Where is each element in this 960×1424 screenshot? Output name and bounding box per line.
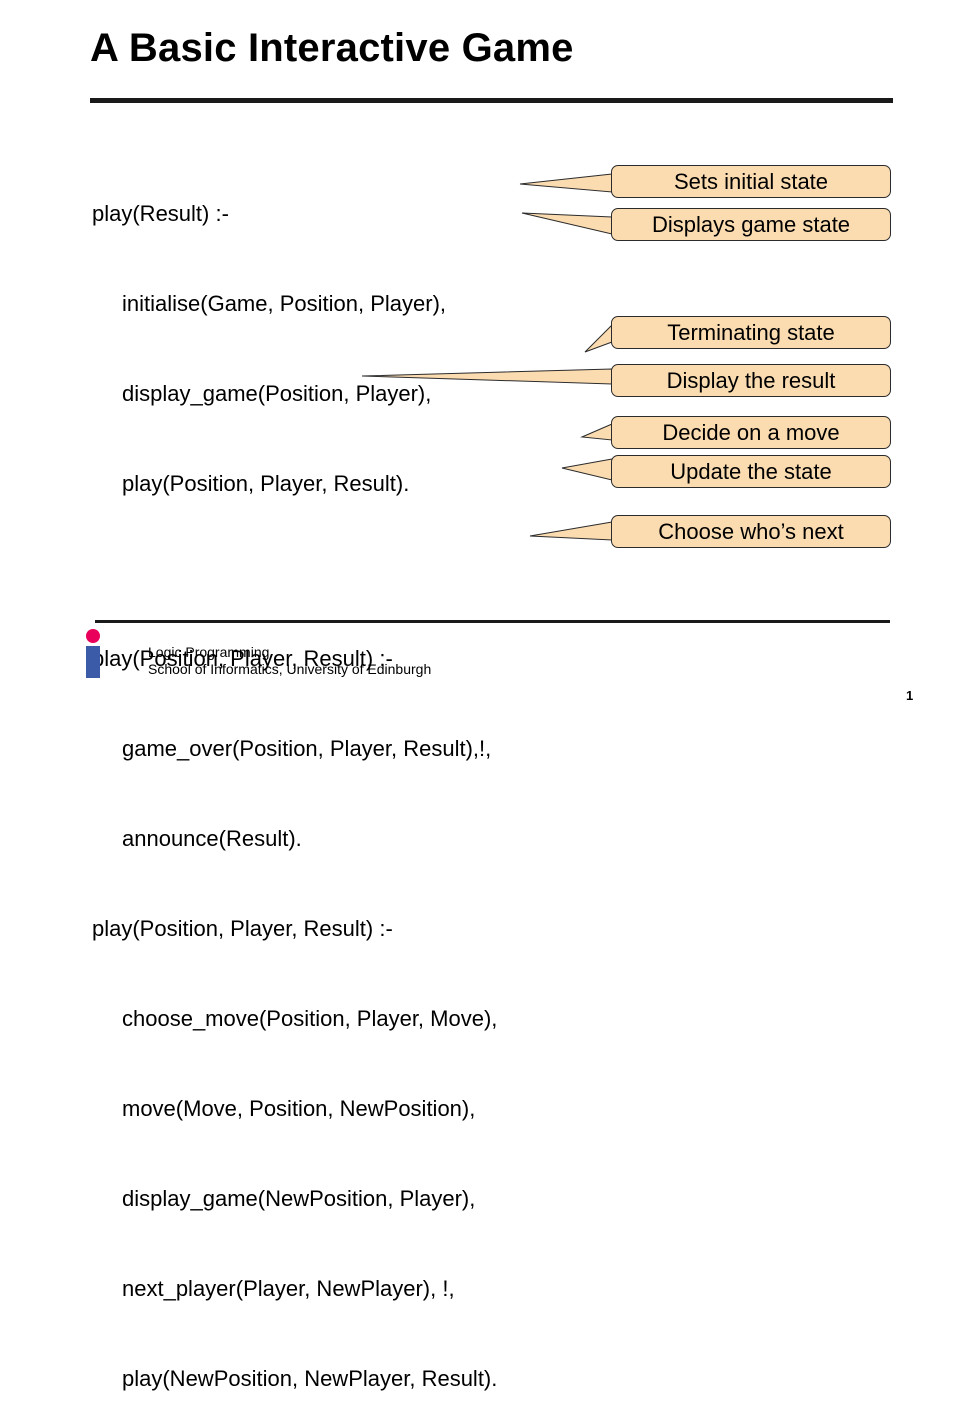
callout-displays-game-state: Displays game state — [611, 208, 891, 241]
callout-pointer — [561, 458, 613, 481]
informatics-logo — [86, 629, 100, 678]
callout-update-the-state: Update the state — [611, 455, 891, 488]
code-listing: play(Result) :- initialise(Game, Positio… — [92, 139, 497, 1424]
code-line: move(Move, Position, NewPosition), — [122, 1096, 476, 1121]
code-line: play(Position, Player, Result) :- — [92, 646, 393, 671]
code-line: announce(Result). — [122, 826, 302, 851]
code-line: play(Position, Player, Result) :- — [92, 916, 393, 941]
code-line: initialise(Game, Position, Player), — [122, 291, 447, 316]
code-line: game_over(Position, Player, Result),!, — [122, 736, 492, 761]
page-number: 1 — [906, 688, 914, 703]
callout-terminating-state: Terminating state — [611, 316, 891, 349]
logo-dot — [86, 629, 100, 643]
footer-rule — [95, 620, 890, 623]
callout-pointer — [529, 521, 613, 541]
slide-title: A Basic Interactive Game — [90, 26, 574, 70]
code-line: play(Position, Player, Result). — [122, 471, 410, 496]
title-underline — [90, 98, 893, 103]
callout-display-the-result: Display the result — [611, 364, 891, 397]
code-line: display_game(NewPosition, Player), — [122, 1186, 476, 1211]
logo-bar — [86, 646, 100, 678]
callout-sets-initial-state: Sets initial state — [611, 165, 891, 198]
callout-pointer — [519, 173, 613, 193]
code-line: choose_move(Position, Player, Move), — [122, 1006, 498, 1031]
callout-pointer — [580, 423, 613, 441]
code-line: next_player(Player, NewPlayer), !, — [122, 1276, 455, 1301]
code-line: play(Result) :- — [92, 201, 229, 226]
callout-pointer — [521, 212, 613, 235]
code-line: play(NewPosition, NewPlayer, Result). — [122, 1366, 498, 1391]
code-line: display_game(Position, Player), — [122, 381, 432, 406]
footer-school: School of Informatics, University of Edi… — [148, 661, 432, 677]
callout-choose-whos-next: Choose who’s next — [611, 515, 891, 548]
callout-pointer — [584, 323, 613, 353]
footer: Logic Programming School of Informatics,… — [148, 644, 431, 678]
callout-decide-on-a-move: Decide on a move — [611, 416, 891, 449]
footer-course: Logic Programming — [148, 644, 270, 660]
